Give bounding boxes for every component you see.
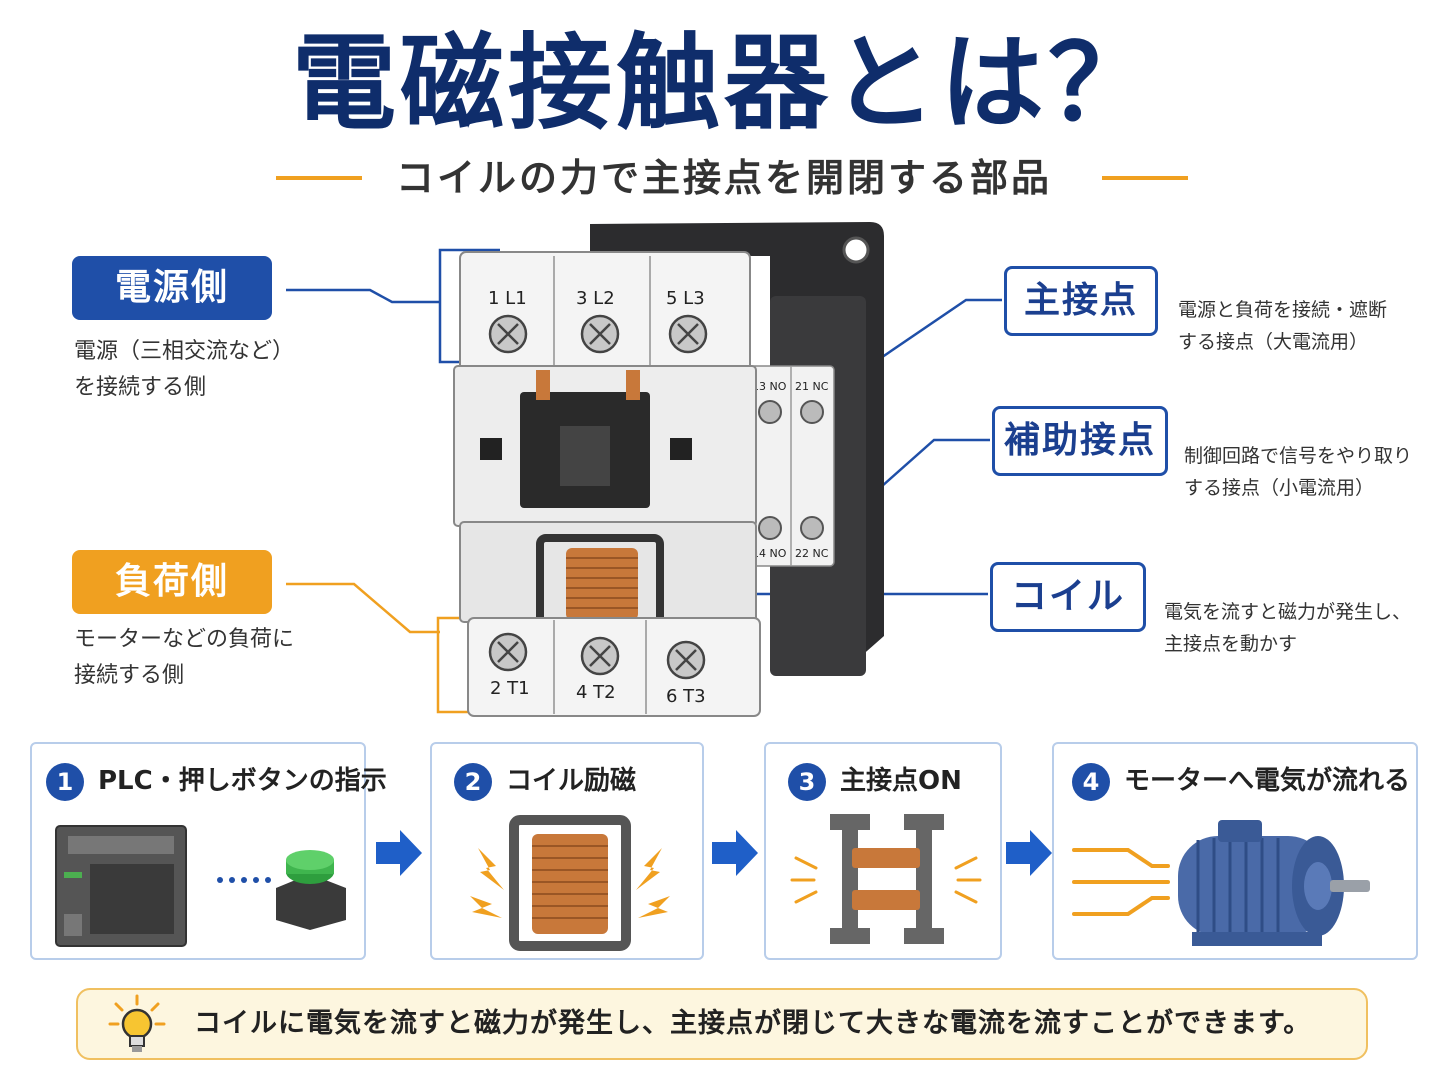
aux-screws: [758, 400, 824, 540]
arrow-right-icon: [712, 830, 758, 876]
step-2-number: 2: [454, 762, 492, 801]
step-4-card: 4 モーターへ電気が流れる: [1052, 742, 1418, 960]
terminal-label-2t1: 2 T1: [490, 678, 530, 699]
step-3-head: 3 主接点ON: [788, 760, 962, 801]
tag-coil: コイル: [990, 562, 1146, 632]
step-4-head: 4 モーターへ電気が流れる: [1072, 760, 1410, 801]
push-button-icon: [276, 850, 346, 930]
aux-contact-desc-line2: する接点（小電流用）: [1184, 477, 1375, 499]
coil-winding: [566, 548, 638, 620]
page-title: 電磁接触器とは？: [291, 22, 1156, 144]
terminal-label-5l3: 5 L3: [666, 288, 705, 309]
coil-desc-line2: 主接点を動かす: [1164, 633, 1298, 655]
leader-power-side: [286, 248, 500, 364]
terminal-label-1l1: 1 L1: [488, 288, 527, 309]
main-contact-desc-line2: する接点（大電流用）: [1178, 331, 1369, 353]
plc-icon: [55, 825, 271, 947]
step-1-number: 1: [46, 762, 84, 801]
aux-label-13no: 13 NO: [752, 380, 787, 393]
step-1-head: 1 PLC・押しボタンの指示: [46, 760, 387, 801]
top-screws: [488, 314, 708, 354]
tag-power-side: 電源側: [72, 256, 272, 320]
tag-aux-contact: 補助接点: [992, 406, 1168, 476]
motor-icon: [1072, 820, 1370, 946]
bottom-screws: [488, 632, 706, 680]
power-side-desc: 電源（三相交流など） を接続する側: [74, 334, 294, 406]
aux-label-22nc: 22 NC: [795, 547, 829, 560]
aux-contact-desc: 制御回路で信号をやり取り する接点（小電流用）: [1184, 440, 1412, 504]
page-subtitle: コイルの力で主接点を開閉する部品: [395, 156, 1052, 200]
step-4-number: 4: [1072, 762, 1110, 801]
contactor-illustration: 13 NO 21 NC 14 NO 22 NC 1 L1 3 L2 5 L3: [453, 222, 884, 717]
step-2-label: コイル励磁: [506, 766, 637, 796]
step-3-card: 3 主接点ON: [764, 742, 1002, 960]
aux-label-14no: 14 NO: [752, 547, 787, 560]
contact-icon: [790, 814, 982, 944]
coil-icon: [470, 815, 670, 951]
step-2-head: 2 コイル励磁: [454, 760, 636, 801]
arrow-right-icon: [376, 830, 422, 876]
terminal-label-6t3: 6 T3: [666, 686, 706, 707]
arrow-right-icon: [1006, 830, 1052, 876]
tag-load-side: 負荷側: [72, 550, 272, 614]
aux-label-21nc: 21 NC: [795, 380, 829, 393]
power-side-desc-line1: 電源（三相交流など）: [74, 339, 295, 364]
summary-note: コイルに電気を流すと磁力が発生し、主接点が閉じて大きな電流を流すことができます。: [76, 988, 1368, 1060]
step-3-label: 主接点ON: [840, 766, 962, 796]
step-4-label: モーターへ電気が流れる: [1124, 766, 1411, 796]
terminal-label-3l2: 3 L2: [576, 288, 615, 309]
top-terminal-block: [459, 251, 751, 373]
step-3-number: 3: [788, 762, 826, 801]
load-side-desc-line1: モーターなどの負荷に: [74, 627, 295, 652]
subtitle-line-left: [276, 176, 362, 180]
load-side-desc-line2: 接続する側: [74, 663, 185, 688]
coil-desc: 電気を流すと磁力が発生し、 主接点を動かす: [1164, 596, 1411, 660]
main-contact-desc: 電源と負荷を接続・遮断 する接点（大電流用）: [1178, 294, 1387, 358]
terminal-label-4t2: 4 T2: [576, 682, 616, 703]
coil-desc-line1: 電気を流すと磁力が発生し、: [1164, 601, 1412, 623]
summary-note-text: コイルに電気を流すと磁力が発生し、主接点が閉じて大きな電流を流すことができます。: [194, 1008, 1312, 1039]
step-1-card: 1 PLC・押しボタンの指示: [30, 742, 387, 960]
tag-main-contact: 主接点: [1004, 266, 1158, 336]
load-side-desc: モーターなどの負荷に 接続する側: [74, 622, 294, 694]
aux-contact-desc-line1: 制御回路で信号をやり取り: [1184, 445, 1413, 467]
main-contact-desc-line1: 電源と負荷を接続・遮断: [1178, 299, 1388, 321]
subtitle-line-right: [1102, 176, 1188, 180]
step-2-card: 2 コイル励磁: [430, 742, 704, 960]
power-side-desc-line2: を接続する側: [74, 375, 207, 400]
mount-hole: [842, 236, 870, 264]
lightbulb-icon: [108, 994, 166, 1052]
step-1-label: PLC・押しボタンの指示: [98, 766, 387, 796]
